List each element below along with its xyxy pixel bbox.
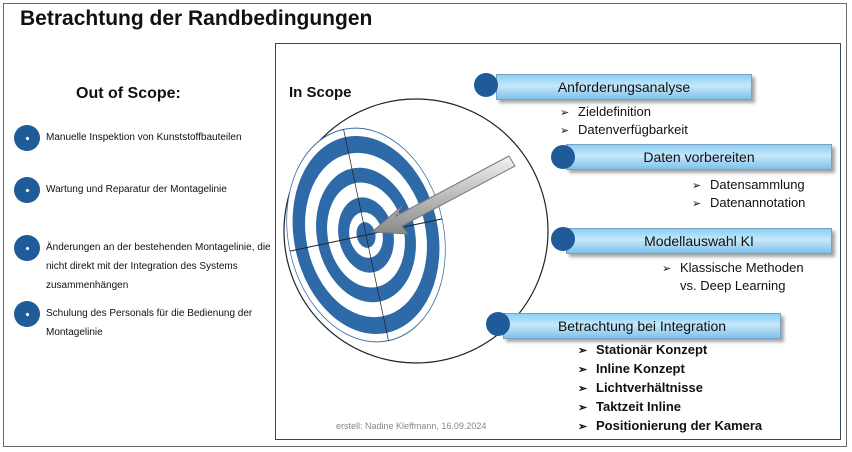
arrow-bullet-icon: ➢ xyxy=(560,125,570,137)
banner-daten-vorbereiten: Daten vorbereiten xyxy=(566,144,832,170)
arrow-bullet-icon: ➢ xyxy=(560,107,570,119)
in-scope-panel xyxy=(275,43,841,440)
banner-integration: Betrachtung bei Integration xyxy=(503,313,781,339)
bullet-icon xyxy=(14,177,40,203)
author-credit: erstell: Nadine Kleffmann, 16.09.2024 xyxy=(336,421,487,431)
list-item: ➢Zieldefinition xyxy=(560,104,651,119)
list-item: ➢Datenverfügbarkeit xyxy=(560,122,688,137)
bullet-icon xyxy=(551,227,575,251)
arrow-bullet-icon: ➢ xyxy=(578,402,588,414)
scope-circle xyxy=(283,98,549,364)
bullet-icon xyxy=(14,125,40,151)
list-item: ➢Datensammlung xyxy=(692,177,805,192)
in-scope-heading: In Scope xyxy=(289,84,352,101)
bullet-icon xyxy=(14,235,40,261)
bullet-icon xyxy=(486,312,510,336)
arrow-bullet-icon: ➢ xyxy=(692,180,702,192)
slide-title: Betrachtung der Randbedingungen xyxy=(20,7,373,30)
list-item: ➢Klassische Methoden xyxy=(662,260,804,275)
list-item: vs. Deep Learning xyxy=(680,278,786,293)
arrow-icon xyxy=(370,155,516,235)
list-item: ➢Lichtverhältnisse xyxy=(578,380,703,395)
banner-modellauswahl: Modellauswahl KI xyxy=(566,228,832,254)
arrow-bullet-icon: ➢ xyxy=(662,263,672,275)
arrow-bullet-icon: ➢ xyxy=(578,364,588,376)
list-item: ➢Stationär Konzept xyxy=(578,342,708,357)
arrow-bullet-icon: ➢ xyxy=(692,198,702,210)
banner-anforderungsanalyse: Anforderungsanalyse xyxy=(496,74,752,100)
arrow-bullet-icon: ➢ xyxy=(578,421,588,433)
list-item: ➢Taktzeit Inline xyxy=(578,399,681,414)
out-of-scope-heading: Out of Scope: xyxy=(76,85,181,102)
bullet-icon xyxy=(551,145,575,169)
bullet-icon xyxy=(474,73,498,97)
arrow-bullet-icon: ➢ xyxy=(578,383,588,395)
list-item: ➢Inline Konzept xyxy=(578,361,685,376)
list-item: ➢Positionierung der Kamera xyxy=(578,418,763,433)
list-item: ➢Datenannotation xyxy=(692,195,806,210)
bullet-icon xyxy=(14,301,40,327)
arrow-bullet-icon: ➢ xyxy=(578,345,588,357)
dartboard-icon xyxy=(286,127,446,343)
